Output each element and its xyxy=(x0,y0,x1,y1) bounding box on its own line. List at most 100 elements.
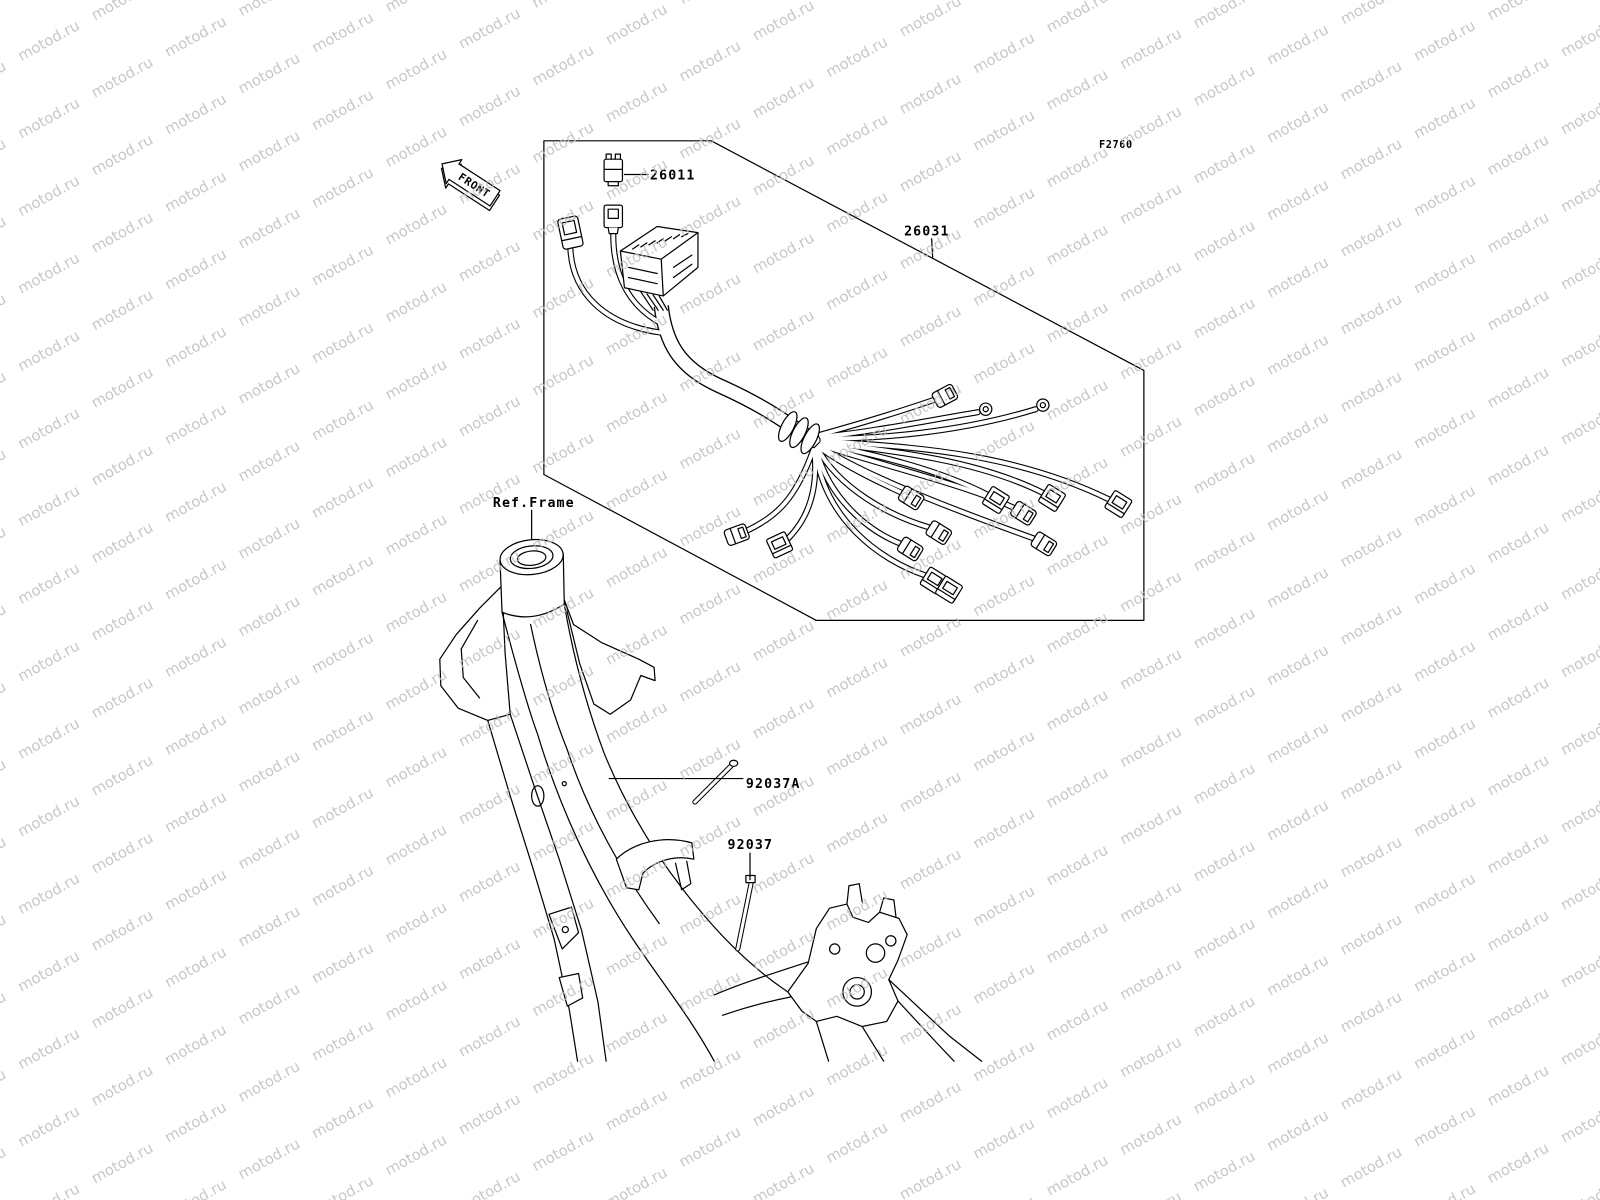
watermark-text: motod.ru xyxy=(1338,1144,1406,1192)
watermark-text: motod.ru xyxy=(162,401,230,449)
watermark-text: motod.ru xyxy=(750,0,818,44)
watermark-text: motod.ru xyxy=(382,1054,450,1102)
watermark-text: motod.ru xyxy=(1411,637,1479,685)
watermark-text: motod.ru xyxy=(823,0,891,4)
watermark-text: motod.ru xyxy=(0,368,9,416)
watermark-text: motod.ru xyxy=(89,54,157,102)
watermark-text: motod.ru xyxy=(382,744,450,792)
watermark-text: motod.ru xyxy=(1484,829,1552,877)
watermark-text: motod.ru xyxy=(162,168,230,216)
watermark-text: motod.ru xyxy=(897,0,965,40)
watermark-text: motod.ru xyxy=(1484,1140,1552,1188)
watermark-text: motod.ru xyxy=(1338,368,1406,416)
watermark-text: motod.ru xyxy=(823,731,891,779)
watermark-text: motod.ru xyxy=(1411,95,1479,143)
watermark-text: motod.ru xyxy=(1044,144,1112,192)
watermark-text: motod.ru xyxy=(1338,0,1406,28)
watermark-text: motod.ru xyxy=(1264,409,1332,457)
watermark-text: motod.ru xyxy=(0,678,9,726)
watermark-text: motod.ru xyxy=(1484,286,1552,334)
watermark-text: motod.ru xyxy=(162,1176,230,1200)
watermark-text: motod.ru xyxy=(970,882,1038,930)
watermark-text: motod.ru xyxy=(529,0,597,12)
watermark-text: motod.ru xyxy=(15,95,83,143)
watermark-text: motod.ru xyxy=(897,1001,965,1049)
watermark-text: motod.ru xyxy=(750,850,818,898)
watermark-text: motod.ru xyxy=(823,809,891,857)
watermark-text: motod.ru xyxy=(1264,1184,1332,1200)
watermark-text: motod.ru xyxy=(0,291,9,339)
watermark-text: motod.ru xyxy=(162,866,230,914)
watermark-text: motod.ru xyxy=(1117,878,1185,926)
watermark-text: motod.ru xyxy=(309,629,377,677)
watermark-text: motod.ru xyxy=(1484,984,1552,1032)
watermark-text: motod.ru xyxy=(309,940,377,988)
watermark-text: motod.ru xyxy=(162,1021,230,1069)
watermark-text: motod.ru xyxy=(676,115,744,163)
watermark-text: motod.ru xyxy=(89,829,157,877)
watermark-text: motod.ru xyxy=(1191,915,1259,963)
watermark-text: motod.ru xyxy=(970,960,1038,1008)
watermark-text: motod.ru xyxy=(970,1193,1038,1200)
watermark-text: motod.ru xyxy=(1558,323,1600,371)
watermark-text: motod.ru xyxy=(1558,13,1600,61)
watermark-text: motod.ru xyxy=(676,580,744,628)
watermark-text: motod.ru xyxy=(529,119,597,167)
watermark-text: motod.ru xyxy=(309,397,377,445)
watermark-text: motod.ru xyxy=(309,164,377,212)
watermark-text: motod.ru xyxy=(382,899,450,947)
watermark-text: motod.ru xyxy=(1484,519,1552,567)
harness-group-box xyxy=(543,140,1145,622)
watermark-text: motod.ru xyxy=(823,189,891,237)
watermark-text: motod.ru xyxy=(1117,180,1185,228)
watermark-text: motod.ru xyxy=(603,544,671,592)
watermark-text: motod.ru xyxy=(1411,870,1479,918)
watermark-text: motod.ru xyxy=(382,433,450,481)
watermark-text: motod.ru xyxy=(1191,1070,1259,1118)
watermark-text: motod.ru xyxy=(1044,531,1112,579)
watermark-text: motod.ru xyxy=(0,756,9,804)
watermark-text: motod.ru xyxy=(15,172,83,220)
watermark-text: motod.ru xyxy=(1191,760,1259,808)
watermark-text: motod.ru xyxy=(897,768,965,816)
watermark-text: motod.ru xyxy=(1191,217,1259,265)
watermark-text: motod.ru xyxy=(823,576,891,624)
watermark-text: motod.ru xyxy=(456,935,524,983)
watermark-text: motod.ru xyxy=(1117,723,1185,771)
watermark-text: motod.ru xyxy=(456,1168,524,1200)
watermark-text: motod.ru xyxy=(1411,250,1479,298)
watermark-text: motod.ru xyxy=(15,250,83,298)
watermark-text: motod.ru xyxy=(309,474,377,522)
watermark-text: motod.ru xyxy=(1558,1099,1600,1147)
watermark-text: motod.ru xyxy=(1411,948,1479,996)
swingarm-pivot xyxy=(787,883,983,1062)
callout-92037: 92037 xyxy=(728,838,774,853)
watermark-text: motod.ru xyxy=(750,695,818,743)
watermark-text: motod.ru xyxy=(1558,1176,1600,1200)
watermark-text: motod.ru xyxy=(89,984,157,1032)
callout-26011: 26011 xyxy=(650,169,696,184)
watermark-text: motod.ru xyxy=(1264,99,1332,147)
watermark-text: motod.ru xyxy=(382,821,450,869)
watermark-text: motod.ru xyxy=(1044,919,1112,967)
watermark-text: motod.ru xyxy=(1558,633,1600,681)
watermark-text: motod.ru xyxy=(15,948,83,996)
watermark-text: motod.ru xyxy=(1484,442,1552,490)
watermark-text: motod.ru xyxy=(529,1050,597,1098)
watermark-text: motod.ru xyxy=(235,0,303,20)
watermark-text: motod.ru xyxy=(1044,842,1112,890)
watermark-text: motod.ru xyxy=(1117,956,1185,1004)
watermark-text: motod.ru xyxy=(897,1156,965,1200)
watermark-text: motod.ru xyxy=(1191,62,1259,110)
watermark-text: motod.ru xyxy=(750,229,818,277)
watermark-text: motod.ru xyxy=(1338,213,1406,261)
watermark-text: motod.ru xyxy=(1484,364,1552,412)
watermark-text: motod.ru xyxy=(1411,793,1479,841)
watermark-text: motod.ru xyxy=(1411,560,1479,608)
watermark-text: motod.ru xyxy=(235,1058,303,1106)
watermark-text: motod.ru xyxy=(970,650,1038,698)
watermark-text: motod.ru xyxy=(309,862,377,910)
watermark-text: motod.ru xyxy=(89,1140,157,1188)
watermark-text: motod.ru xyxy=(1484,1062,1552,1110)
watermark-text: motod.ru xyxy=(0,0,9,28)
